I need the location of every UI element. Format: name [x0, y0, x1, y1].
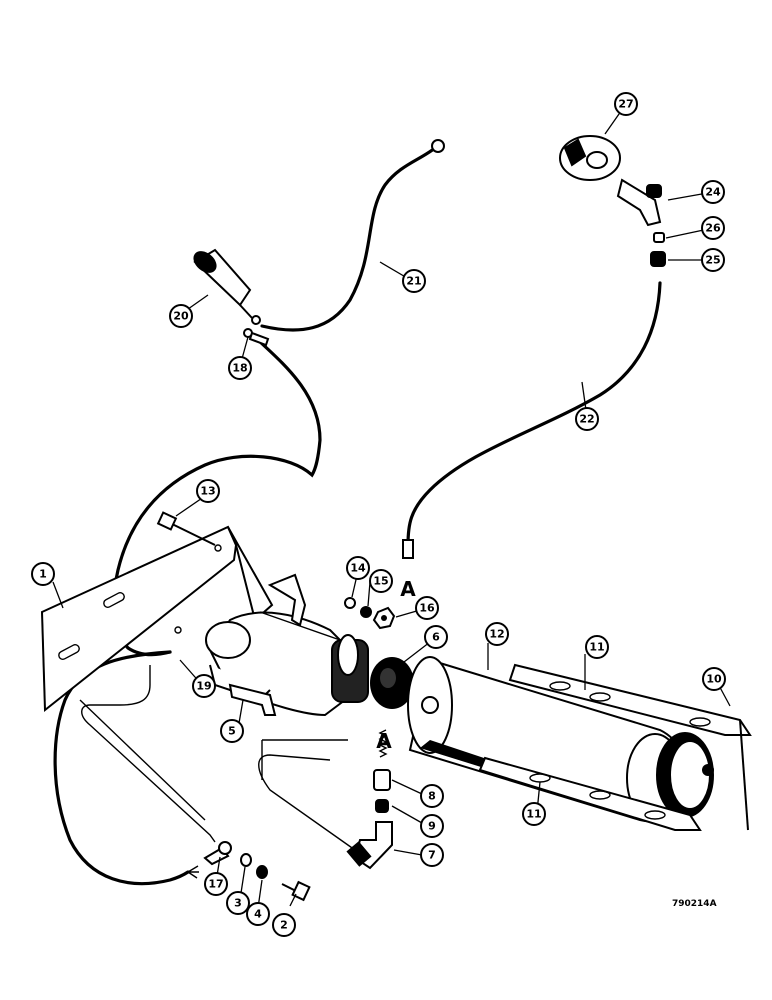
svg-text:2: 2: [280, 919, 288, 932]
wire-21: [260, 146, 437, 332]
svg-text:7: 7: [428, 849, 436, 862]
callout-8: 8: [420, 784, 444, 808]
wire-frayed-end: [187, 865, 199, 879]
callout-3: 3: [226, 891, 250, 915]
svg-text:10: 10: [706, 673, 722, 686]
svg-text:1: 1: [39, 568, 47, 581]
hose-end-fitting: [402, 539, 414, 559]
svg-text:3: 3: [234, 897, 242, 910]
svg-text:6: 6: [432, 631, 440, 644]
figure-id: 790214A: [672, 899, 717, 909]
routing-lines: [79, 665, 356, 851]
callout-24: 24: [701, 180, 725, 204]
route-line-1: [81, 665, 216, 843]
svg-text:11: 11: [526, 808, 541, 821]
hardware-14-16: [344, 597, 396, 630]
svg-text:19: 19: [196, 680, 211, 693]
svg-text:14: 14: [350, 562, 366, 575]
svg-text:11: 11: [589, 641, 604, 654]
svg-text:21: 21: [406, 275, 421, 288]
connection-label-top: A: [400, 577, 416, 601]
filter-canister: [407, 656, 752, 831]
svg-text:27: 27: [618, 98, 633, 111]
svg-text:9: 9: [428, 820, 436, 833]
callout-18: 18: [228, 356, 252, 380]
callout-6: 6: [424, 625, 448, 649]
hose-22: [406, 281, 662, 547]
callout-15: 15: [369, 569, 393, 593]
svg-text:25: 25: [705, 254, 720, 267]
callout-12: 12: [485, 622, 509, 646]
ring-terminal-21: [431, 139, 445, 153]
callout-20: 20: [169, 304, 193, 328]
connection-label-bottom: A: [376, 729, 392, 753]
svg-text:5: 5: [228, 725, 236, 738]
callout-7: 7: [420, 843, 444, 867]
callout-4: 4: [246, 902, 270, 926]
route-line-2: [79, 699, 206, 821]
fittings-7-9: [346, 729, 393, 870]
callout-13: 13: [196, 479, 220, 503]
callout-21: 21: [402, 269, 426, 293]
svg-text:13: 13: [200, 485, 215, 498]
callout-26: 26: [701, 216, 725, 240]
fasteners-2-4-17: [203, 841, 311, 902]
callout-2: 2: [272, 913, 296, 937]
svg-text:17: 17: [208, 878, 223, 891]
coil: [205, 573, 369, 717]
sender-20: [193, 248, 270, 347]
mounting-plate: [40, 525, 274, 713]
svg-text:16: 16: [419, 602, 435, 615]
callout-11-bottom: 11: [522, 802, 546, 826]
callout-10: 10: [702, 667, 726, 691]
svg-text:8: 8: [428, 790, 436, 803]
route-line-3: [258, 754, 356, 851]
seal-6: [370, 657, 414, 709]
svg-text:18: 18: [232, 362, 247, 375]
callout-11-top: 11: [585, 635, 609, 659]
callout-1: 1: [31, 562, 55, 586]
svg-text:15: 15: [373, 575, 388, 588]
svg-text:26: 26: [705, 222, 721, 235]
fittings-24-27: [559, 135, 666, 267]
callout-17: 17: [204, 872, 228, 896]
callout-5: 5: [220, 719, 244, 743]
callout-16: 16: [415, 596, 439, 620]
svg-text:22: 22: [579, 413, 594, 426]
bolt-13: [156, 511, 216, 546]
svg-text:24: 24: [705, 186, 721, 199]
callout-19: 19: [192, 674, 216, 698]
callout-27: 27: [614, 92, 638, 116]
svg-text:20: 20: [173, 310, 189, 323]
svg-text:12: 12: [489, 628, 504, 641]
callout-25: 25: [701, 248, 725, 272]
callout-22: 22: [575, 407, 599, 431]
callout-9: 9: [420, 814, 444, 838]
callout-14: 14: [346, 556, 370, 580]
svg-text:4: 4: [254, 908, 262, 921]
